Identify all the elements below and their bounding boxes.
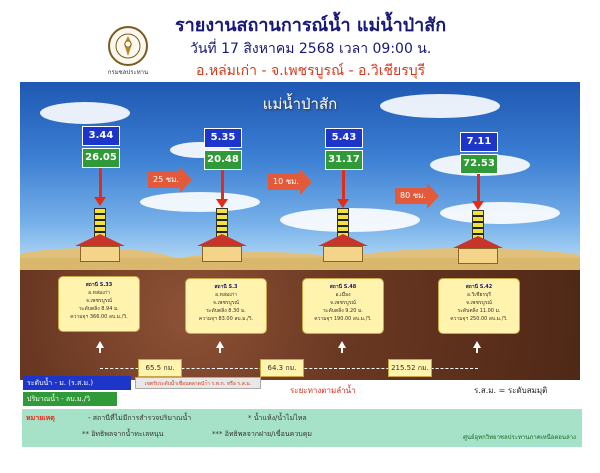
station-house — [197, 234, 247, 262]
down-arrow-icon — [337, 170, 349, 208]
cloud — [40, 102, 130, 124]
up-arrow-icon — [338, 341, 346, 348]
up-arrow-icon — [96, 341, 104, 348]
remark-item: *** อิทธิพลจากฝาย/เขื่อนควบคุม — [212, 430, 313, 438]
distance-label: 215.52 กม. — [388, 359, 432, 377]
flow-rate-value: 20.48 — [204, 150, 242, 170]
flow-time-arrow: 10 ชม. — [268, 169, 312, 195]
station-house — [318, 234, 368, 262]
flow-time-arrow: 80 ชม. — [395, 183, 439, 209]
down-arrow-icon — [472, 174, 484, 210]
water-level-value: 5.43 — [325, 128, 363, 148]
up-arrow-icon — [473, 341, 481, 348]
page-title: รายงานสถานการณ์น้ำ แม่น้ำป่าสัก — [175, 15, 447, 36]
center-name: ศูนย์อุทกวิทยาชลประทานภาคเหนือตอนล่าง — [463, 434, 576, 441]
flow-rate-value: 31.17 — [325, 150, 363, 170]
cloud — [380, 94, 500, 118]
legend-water-level: ระดับน้ำ - ม. (ร.ส.ม.) — [23, 376, 131, 390]
up-arrow-icon — [216, 341, 224, 348]
remark-item: * น้ำแห้ง/น้ำไม่ไหล — [248, 414, 307, 422]
station-house — [453, 236, 503, 264]
legend-dam-note: เขตรับระดับน้ำเชื่อนตลาดนำ้า ร.ท.ก. หรือ… — [135, 377, 261, 389]
report-location: อ.หล่มเก่า - จ.เพชรบูรณ์ - อ.วิเชียรบุรี — [196, 63, 426, 79]
remark-item: ** อิทธิพลจากน้ำทะเลหนุน — [82, 430, 164, 438]
remark-item: - สถานีที่ไม่มีการสำรวจปริมาณน้ำ — [88, 414, 192, 422]
down-arrow-icon — [94, 168, 106, 206]
cloud — [140, 192, 260, 212]
river-name: แม่น้ำป่าสัก — [262, 95, 338, 113]
logo-caption: กรมชลประทาน — [107, 69, 149, 76]
station-card: สถานี S.42 อ.วิเชียรบุรี จ.เพชรบูรณ์ ระด… — [438, 278, 520, 334]
remarks-label: หมายเหตุ — [26, 414, 55, 422]
flow-rate-value: 72.53 — [460, 154, 498, 174]
flow-time-arrow: 25 ชม. — [148, 167, 192, 193]
emblem-icon — [115, 33, 141, 59]
water-level-value: 5.35 — [204, 128, 242, 148]
flow-rate-value: 26.05 — [82, 148, 120, 168]
station-card: สถานี S.33 อ.หล่มเก่า จ.เพชรบูรณ์ ระดับต… — [58, 276, 140, 332]
water-level-value: 3.44 — [82, 126, 120, 146]
down-arrow-icon — [216, 170, 228, 208]
legend-volume: ปริมาณน้ำ - ลบ.ม./วิ — [23, 392, 117, 406]
department-logo — [108, 26, 148, 66]
distance-label: 64.3 กม. — [260, 359, 304, 377]
station-card: สถานี S.3 อ.หล่มเก่า จ.เพชรบูรณ์ ระดับตล… — [185, 278, 267, 334]
river-scene: แม่น้ำป่าสัก 3.44 26.05 สถานี S.33 อ.หล่… — [20, 82, 580, 380]
distance-caption: ระยะทางตามลำน้ำ — [290, 386, 356, 395]
station-house — [75, 234, 125, 262]
remarks-panel: หมายเหตุ - สถานีที่ไม่มีการสำรวจปริมาณน้… — [22, 409, 582, 447]
water-level-value: 7.11 — [460, 132, 498, 152]
distance-label: 65.5 กม. — [138, 359, 182, 377]
report-date: วันที่ 17 สิงหาคม 2568 เวลา 09:00 น. — [190, 41, 432, 57]
datum-note: ร.ส.ม. = ระดับสมมุติ — [474, 386, 548, 395]
cloud — [440, 202, 560, 224]
cloud — [280, 208, 420, 232]
station-card: สถานี S.48 อ.เมือง จ.เพชรบูรณ์ ระดับตลิ่… — [302, 278, 384, 334]
